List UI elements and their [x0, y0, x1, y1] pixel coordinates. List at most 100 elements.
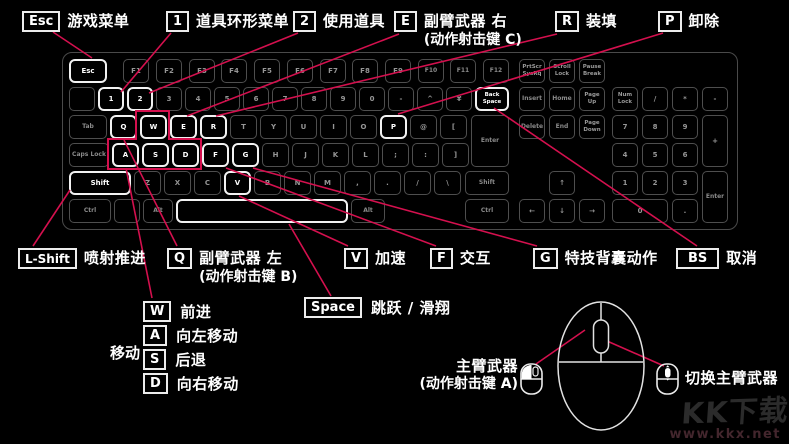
legend-a: A 向左移动	[143, 325, 238, 346]
key-→: →	[579, 199, 605, 223]
annotation-e-text: 副臂武器 右 (动作射击键 C)	[424, 11, 522, 49]
key-f11: F11	[450, 59, 476, 83]
key-8: 8	[642, 115, 668, 139]
key-label-e: E	[394, 11, 417, 32]
watermark-url: www.kkx.net	[669, 427, 781, 442]
annotation-e: E 副臂武器 右 (动作射击键 C)	[394, 11, 522, 49]
key-blank	[69, 87, 95, 111]
key-label-a: A	[143, 325, 168, 346]
key-5: 5	[642, 143, 668, 167]
key-caps lock: Caps Lock	[69, 143, 109, 167]
key-q: Q	[110, 115, 137, 139]
key-h: H	[262, 143, 289, 167]
key-5: 5	[214, 87, 240, 111]
key-6: 6	[672, 143, 698, 167]
key-,: ,	[344, 171, 371, 195]
key-d: D	[172, 143, 199, 167]
mouse-wheel	[592, 319, 610, 354]
key-0: 0	[612, 199, 668, 223]
key-end: End	[549, 115, 575, 139]
key-8: 8	[301, 87, 327, 111]
key-6: 6	[243, 87, 269, 111]
annotation-e-line2: (动作射击键 C)	[423, 32, 522, 48]
connector-line	[535, 329, 586, 365]
legend-w: W 前进	[143, 301, 211, 322]
annotation-esc-text: 游戏菜单	[67, 12, 130, 30]
key-scroll-lock: Scroll Lock	[549, 59, 575, 83]
legend-space-text: 跳跃 / 滑翔	[370, 299, 451, 317]
key-l: L	[352, 143, 379, 167]
key-1: 1	[98, 87, 124, 111]
legend-d-text: 向右移动	[176, 375, 239, 393]
key-b: B	[254, 171, 281, 195]
key-/: /	[642, 87, 668, 111]
key-j: J	[292, 143, 319, 167]
key-]: ]	[442, 143, 469, 167]
key-ctrl: Ctrl	[69, 199, 111, 223]
key-label-q: Q	[167, 248, 193, 269]
key-3: 3	[672, 171, 698, 195]
key-9: 9	[330, 87, 356, 111]
key-0: 0	[359, 87, 385, 111]
key-n: N	[284, 171, 311, 195]
mouse-illustration	[557, 301, 645, 431]
key--: -	[702, 87, 728, 111]
key-;: ;	[382, 143, 409, 167]
key-label-v: V	[344, 248, 369, 269]
key-t: T	[230, 115, 257, 139]
key-insert: Insert	[519, 87, 545, 111]
annotation-f-text: 交互	[459, 249, 491, 267]
key-*: *	[672, 87, 698, 111]
key-blank	[114, 199, 140, 223]
key-↑: ↑	[549, 171, 575, 195]
key-v: V	[224, 171, 251, 195]
key-:: :	[412, 143, 439, 167]
annotation-r-text: 装填	[586, 12, 618, 30]
key-label-r: R	[555, 11, 580, 32]
key-w: W	[140, 115, 167, 139]
mouse-left-label: 主臂武器 (动作射击键 A)	[358, 357, 518, 393]
legend-d: D 向右移动	[143, 373, 239, 394]
connector-line	[606, 340, 665, 367]
key-alt: Alt	[351, 199, 385, 223]
annotation-p-text: 卸除	[688, 12, 720, 30]
key--: -	[388, 87, 414, 111]
key-2: 2	[127, 87, 153, 111]
key-shift: Shift	[465, 171, 509, 195]
annotation-g: G 特技背囊动作	[533, 248, 658, 269]
key-9: 9	[672, 115, 698, 139]
key-label-bs: BS	[676, 248, 720, 269]
key-^: ^	[417, 87, 443, 111]
key-f6: F6	[287, 59, 313, 83]
key-alt: Alt	[143, 199, 173, 223]
key-f: F	[202, 143, 229, 167]
mouse-left-label-line2: (动作射击键 A)	[419, 376, 518, 392]
key-.: .	[374, 171, 401, 195]
key-i: I	[320, 115, 347, 139]
annotation-lshift: L-Shift 喷射推进	[18, 248, 146, 269]
key-s: S	[142, 143, 169, 167]
key-7: 7	[272, 87, 298, 111]
key-4: 4	[612, 143, 638, 167]
annotation-2-text: 使用道具	[323, 12, 386, 30]
watermark: KK下载 www.kkx.net	[669, 393, 789, 442]
key-y: Y	[260, 115, 287, 139]
key-label-f: F	[430, 248, 453, 269]
annotation-v-text: 加速	[375, 249, 407, 267]
annotation-bs-text: 取消	[726, 249, 758, 267]
key-2: 2	[642, 171, 668, 195]
key-tab: Tab	[69, 115, 107, 139]
key-o: O	[350, 115, 377, 139]
key-x: X	[164, 171, 191, 195]
key-space	[176, 199, 348, 223]
annotation-q: Q 副臂武器 左 (动作射击键 B)	[167, 248, 297, 286]
key-+: +	[702, 115, 728, 167]
annotation-q-line1: 副臂武器 左	[199, 249, 283, 267]
key-4: 4	[185, 87, 211, 111]
key-enter: Enter	[702, 171, 728, 223]
key-r: R	[200, 115, 227, 139]
annotation-f: F 交互	[430, 248, 491, 269]
annotation-bs: BS 取消	[676, 248, 757, 269]
